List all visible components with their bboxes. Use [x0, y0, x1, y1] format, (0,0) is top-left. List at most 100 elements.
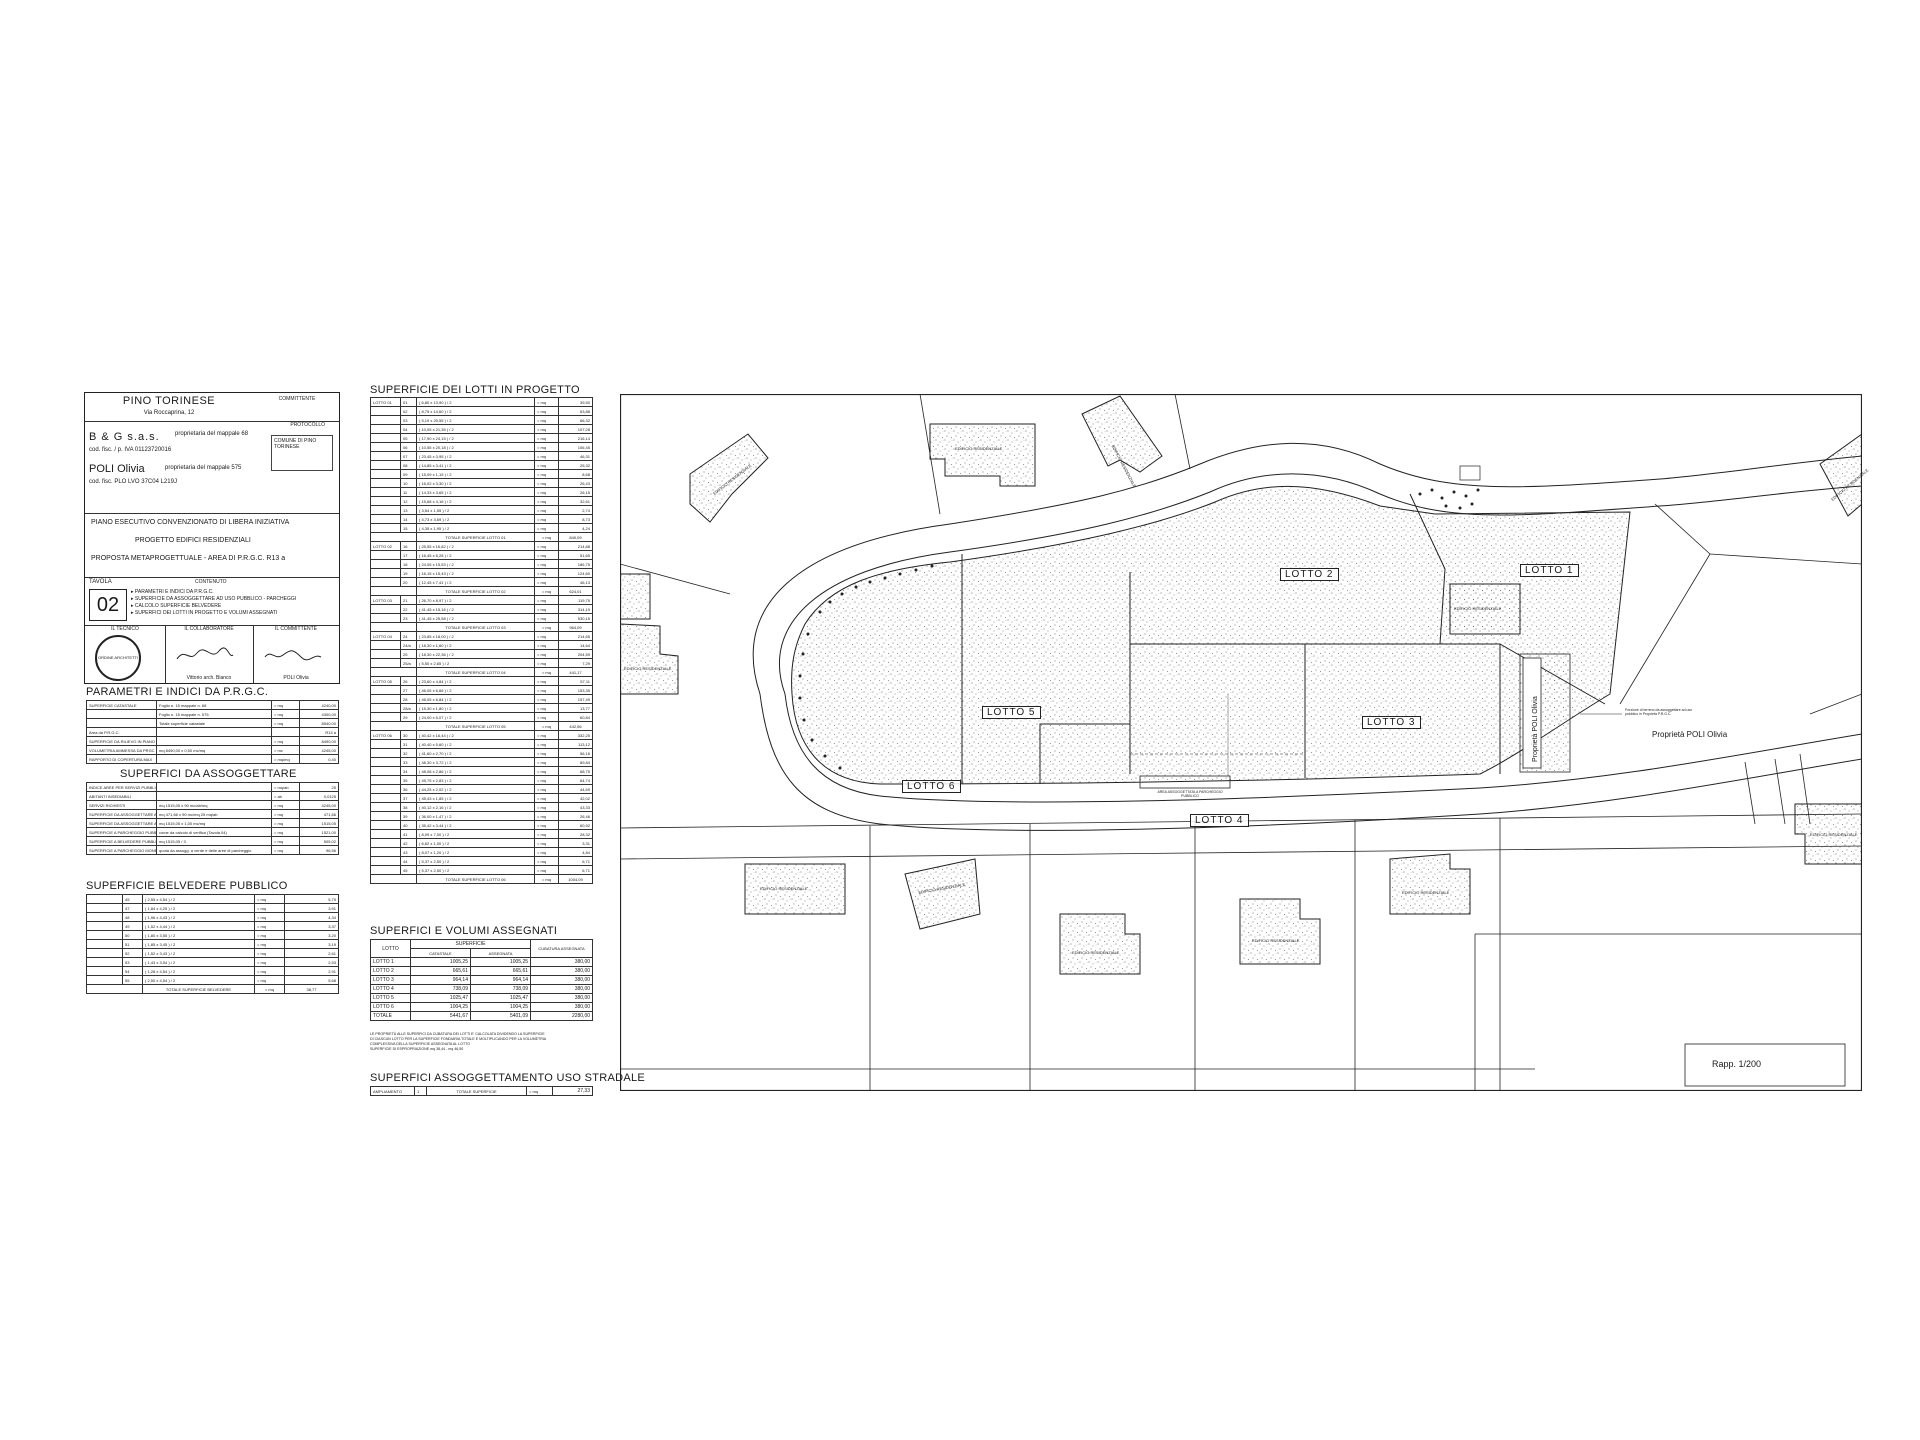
table-cell: = mq — [534, 433, 559, 443]
table-cell: 0,0125 — [299, 791, 339, 801]
table-cell: = mq — [534, 478, 559, 488]
table-cell: SUPERFICIE DA RILIEVO IN PIANO — [86, 736, 157, 746]
table-cell: = mq — [254, 903, 285, 913]
table-cell: ( 45,43 x 1,85 ) / 2 — [416, 793, 535, 803]
table-cell: 32 — [400, 748, 417, 758]
table-cell — [370, 838, 401, 848]
table-row: AMPLIAMENTO 1 TOTALE SUPERFICIE = mq 27,… — [370, 1086, 593, 1096]
table-cell: ( 41,45 x 15,16 ) / 2 — [416, 604, 535, 614]
table-cell: 3,91 — [284, 903, 339, 913]
table-cell: 34 — [400, 766, 417, 776]
table-cell: 7,29 — [558, 658, 593, 668]
note-line: COMPLESSIVA DELLA SUPERFICIE ASSEGNATA A… — [370, 1042, 471, 1046]
table-cell: ( 15,30 x 1,80 ) / 2 — [416, 703, 535, 713]
table-cell: 13 — [400, 505, 417, 515]
table-cell: LOTTO 01 — [370, 397, 401, 407]
table-cell: TOTALE SUPERFICIE BELVEDERE — [142, 984, 255, 994]
table-cell: 35 — [400, 775, 417, 785]
tecnico-label: IL TECNICO — [111, 626, 139, 632]
table-cell: 45 — [122, 894, 143, 904]
table-cell — [86, 912, 123, 922]
building — [1794, 803, 1862, 865]
building — [689, 433, 769, 523]
architect-seal-icon: ORDINE ARCHITETTI — [95, 635, 141, 681]
contenuto-item: ▸ CALCOLO SUPERFICIE BELVEDERE — [131, 603, 222, 609]
table-cell: 1004,25 — [410, 1002, 471, 1012]
table-cell: ( 24,05 x 15,53 ) / 2 — [416, 559, 535, 569]
table-cell — [370, 451, 401, 461]
table-cell — [86, 921, 123, 931]
table-cell: ( 5,50 x 2,65 ) / 2 — [416, 658, 535, 668]
table-cell: ( 15,09 x 1,15 ) / 2 — [416, 469, 535, 479]
table-cell — [370, 793, 401, 803]
table-cell: ( 26,70 x 8,97 ) / 2 — [416, 595, 535, 605]
table-cell: = mq — [534, 640, 559, 650]
table-cell: ( 8,75 x 14,60 ) / 2 — [416, 406, 535, 416]
table-cell: 30 — [400, 730, 417, 740]
table-cell: LOTTO — [370, 939, 411, 958]
table-cell: = mq/ab — [271, 782, 300, 792]
title-block-owner-row: PROTOCOLLO B & G s.a.s. proprietaria del… — [85, 421, 339, 514]
table-cell: = mq — [271, 709, 300, 719]
protocol-stamp: COMUNE DI PINO TORINESE — [271, 435, 333, 471]
table-cell: 18 — [400, 559, 417, 569]
table-cell: = mq — [534, 460, 559, 470]
table-cell: 738,09 — [469, 984, 532, 994]
table-cell: 26 — [400, 676, 417, 686]
table-cell — [86, 957, 123, 967]
table-cell — [370, 424, 401, 434]
table-cell: 964,14 — [410, 975, 471, 985]
table-cell: = mq — [534, 496, 559, 506]
table-cell — [156, 727, 272, 737]
table-cell: = mq — [534, 415, 559, 425]
scale-label: Rapp. 1/200 — [1712, 1059, 1762, 1069]
table-cell: 16 — [400, 541, 417, 551]
building-label: EDIFICIO RESIDENZIALE — [760, 886, 808, 891]
table-cell: 42 — [400, 838, 417, 848]
table-cell — [370, 658, 401, 668]
table-cell: 3,37 — [284, 921, 339, 931]
oggetto-line-1: PIANO ESECUTIVO CONVENZIONATO DI LIBERA … — [91, 519, 290, 526]
tecnico-cell: IL TECNICO ORDINE ARCHITETTI — [85, 625, 166, 683]
table-cell — [370, 874, 417, 884]
table-cell: 24 — [400, 631, 417, 641]
table-cell — [370, 865, 401, 875]
table-cell: 5,68 — [284, 975, 339, 985]
table-row: Area da P.R.G.C.R13 a — [86, 727, 339, 737]
table-cell — [86, 984, 143, 994]
site-plan: LOTTO 1 LOTTO 2 LOTTO 3 LOTTO 4 LOTTO 5 … — [620, 394, 1869, 1091]
table-cell: = mq — [534, 613, 559, 623]
table-cell: 3,31 — [558, 838, 593, 848]
table-cell: = mq — [534, 577, 559, 587]
table-cell: = mq — [271, 700, 300, 710]
table-cell: 2280,00 — [530, 1011, 594, 1021]
table-cell: = mq — [254, 930, 285, 940]
table-cell: ( 1,80 x 3,55 ) / 2 — [142, 930, 255, 940]
table-cell — [370, 856, 401, 866]
table-cell: ( 5,37 x 2,50 ) / 2 — [416, 865, 535, 875]
table-cell — [370, 694, 401, 704]
table-cell: 665,61 — [469, 966, 532, 976]
table-cell: ( 16,02 x 3,30 ) / 2 — [416, 478, 535, 488]
table-cell — [370, 775, 401, 785]
table-cell: = mq — [534, 658, 559, 668]
table-cell: ( 41,45 x 25,58 ) / 2 — [416, 613, 535, 623]
table-cell: 26,15 — [558, 487, 593, 497]
owner-label: Proprietà POLI Olivia — [1652, 730, 1728, 739]
table-cell: VOLUMETRIA AMMESSA DA PRGC — [86, 745, 157, 755]
table-cell: ( 2,50 x 4,54 ) / 2 — [142, 975, 255, 985]
